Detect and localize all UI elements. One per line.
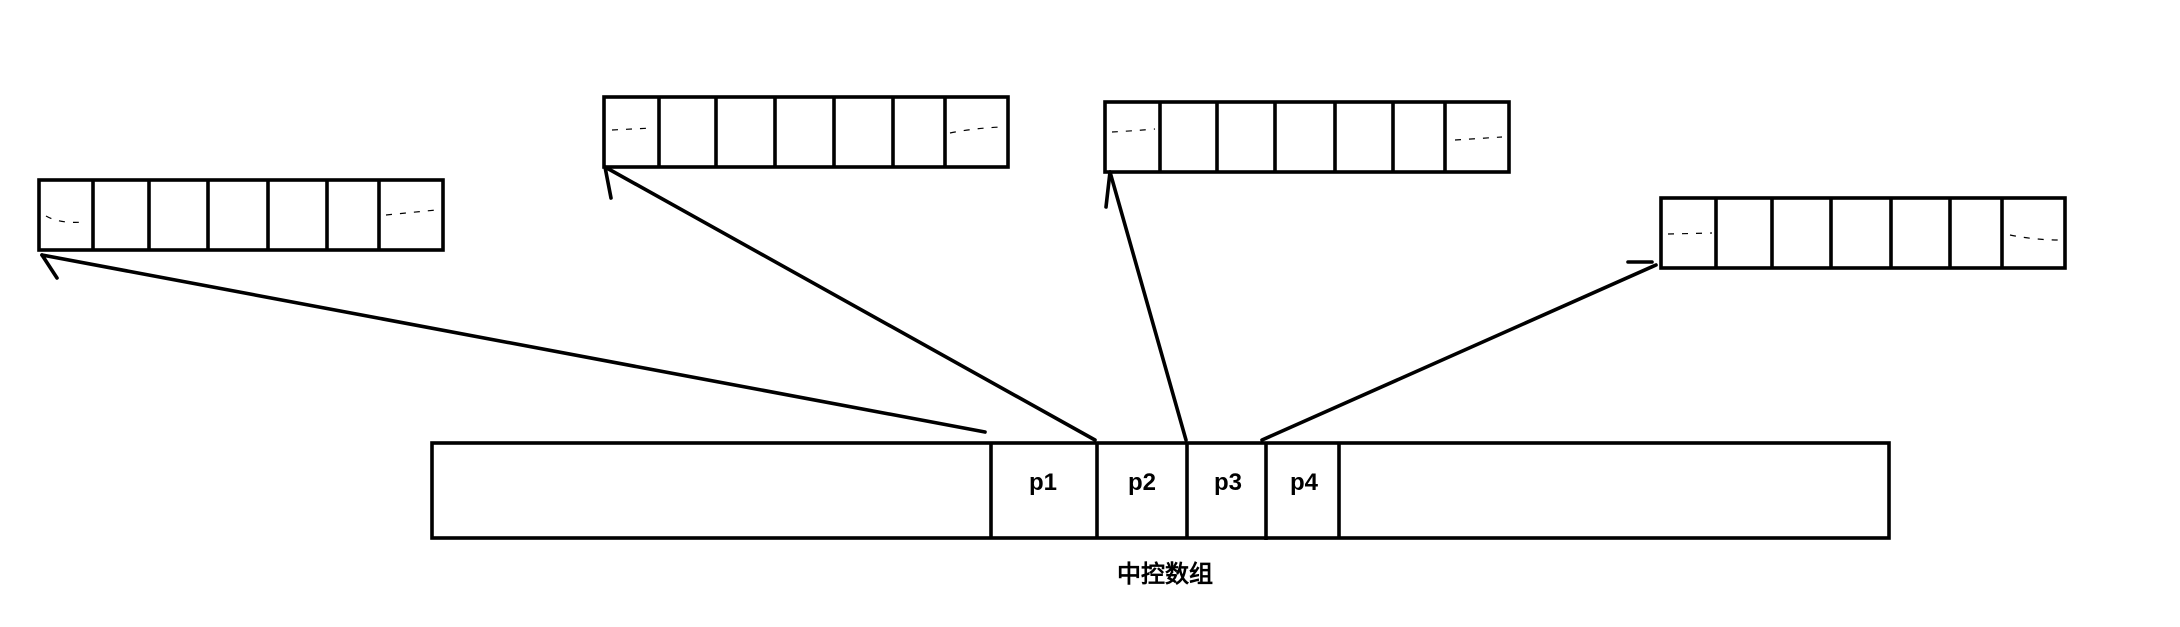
- control-array-caption: 中控数组: [1117, 560, 1213, 588]
- pointer-label-p2: p2: [1128, 469, 1156, 496]
- buffer-1: [37, 178, 445, 252]
- buffer-3: [1103, 100, 1511, 174]
- pointer-label-p1: p1: [1029, 469, 1057, 496]
- pointer-label-p4: p4: [1290, 469, 1319, 496]
- control-array: p1 p2 p3 p4: [430, 441, 1891, 540]
- pointer-label-p3: p3: [1214, 469, 1242, 496]
- pointer-arrow-p2: [603, 165, 1097, 442]
- pointer-arrow-p1: [40, 253, 987, 434]
- pointer-arrow-p4: [1260, 260, 1658, 442]
- buffer-2: [602, 95, 1010, 169]
- pointer-arrow-p3: [1104, 170, 1188, 442]
- buffer-4: [1659, 196, 2067, 270]
